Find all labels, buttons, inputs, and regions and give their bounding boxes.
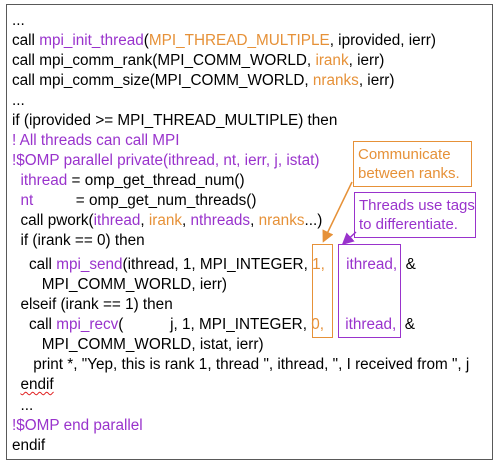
code-text: , <box>182 212 191 229</box>
code-text: ( <box>143 32 149 49</box>
code-block: ... call mpi_init_thread(MPI_THREAD_MULT… <box>12 0 492 460</box>
code-line-13: call mpi_send(ithread, 1, MPI_INTEGER, 1… <box>12 255 416 275</box>
code-text: ( j, 1, MPI_INTEGER, <box>118 316 312 333</box>
tag-ithread: ithread, <box>345 316 397 333</box>
callout-communicate: Communicate between ranks. <box>353 141 472 187</box>
variable-irank: irank <box>315 52 349 69</box>
function-mpi-send: mpi_send <box>56 256 123 273</box>
code-text: , ierr) <box>358 72 395 89</box>
code-text <box>12 172 21 189</box>
function-mpi-recv: mpi_recv <box>56 316 119 333</box>
comment-text: ! All threads can call MPI <box>12 132 180 149</box>
code-text: if (iprovided >= MPI_THREAD_MULTIPLE) th… <box>12 112 338 129</box>
omp-directive: !$OMP parallel private(ithread, nt, ierr… <box>12 152 320 169</box>
code-text: , iprovided, ierr) <box>329 32 436 49</box>
tag-ithread: ithread, <box>346 256 398 273</box>
omp-directive: !$OMP end parallel <box>12 417 143 434</box>
code-text: call <box>12 32 40 49</box>
code-text <box>12 192 21 209</box>
variable-ithread: ithread <box>93 212 141 229</box>
function-mpi-init-thread: mpi_init_thread <box>39 32 144 49</box>
code-text: (ithread, 1, MPI_INTEGER, <box>122 256 313 273</box>
callout-tags: Threads use tags to differentiate. <box>354 192 476 238</box>
variable-irank: irank <box>148 212 183 229</box>
variable-ithread: ithread <box>20 172 68 189</box>
tag-highlight-box <box>338 244 401 338</box>
code-line-11: call pwork(ithread, irank, nthreads, nra… <box>12 211 322 231</box>
code-line-3: call mpi_comm_rank(MPI_COMM_WORLD, irank… <box>12 51 384 71</box>
code-text <box>12 376 21 393</box>
code-text: = omp_get_num_threads() <box>33 192 257 209</box>
code-line-7-comment: ! All threads can call MPI <box>12 131 180 151</box>
code-text: , ierr) <box>348 52 385 69</box>
code-text: ... <box>12 397 34 414</box>
code-text: & <box>396 316 415 333</box>
code-text: ... <box>12 92 25 109</box>
code-text: call <box>12 316 57 333</box>
variable-nranks: nranks <box>258 212 305 229</box>
code-text: , <box>250 212 259 229</box>
code-text: call <box>12 256 57 273</box>
code-line-1: ... <box>12 11 25 31</box>
code-line-16: call mpi_recv( j, 1, MPI_INTEGER, 0, ith… <box>12 315 415 335</box>
code-line-19: endif <box>12 375 54 395</box>
code-text: elseif (irank == 1) then <box>12 296 173 313</box>
keyword-endif: endif <box>20 376 54 393</box>
rank-highlight-box <box>312 244 333 338</box>
constant-mpi-thread-multiple: MPI_THREAD_MULTIPLE <box>148 32 330 49</box>
code-line-12: if (irank == 0) then <box>12 231 145 251</box>
code-line-8-omp: !$OMP parallel private(ithread, nt, ierr… <box>12 151 319 171</box>
code-line-15: elseif (irank == 1) then <box>12 295 173 315</box>
code-line-18: print *, "Yep, this is rank 1, thread ",… <box>12 355 469 375</box>
code-line-6: if (iprovided >= MPI_THREAD_MULTIPLE) th… <box>12 111 337 131</box>
code-text: ... <box>12 12 25 29</box>
code-line-21-omp: !$OMP end parallel <box>12 416 143 436</box>
code-text: print *, "Yep, this is rank 1, thread ",… <box>12 356 470 373</box>
code-text: call mpi_comm_rank(MPI_COMM_WORLD, <box>12 52 316 69</box>
source-rank-value: 0, <box>311 316 324 333</box>
code-text: endif <box>12 437 46 454</box>
variable-nranks: nranks <box>312 72 359 89</box>
code-text: MPI_COMM_WORLD, ierr) <box>12 276 228 293</box>
code-text: call pwork( <box>12 212 94 229</box>
dest-rank-value: 1, <box>312 256 325 273</box>
code-line-17: MPI_COMM_WORLD, istat, ierr) <box>12 335 264 355</box>
code-line-20: ... <box>12 396 33 416</box>
variable-nt: nt <box>20 192 34 209</box>
code-line-9: ithread = omp_get_thread_num() <box>12 171 245 191</box>
code-text: = omp_get_thread_num() <box>67 172 245 189</box>
code-line-5: ... <box>12 91 25 111</box>
code-text: if (irank == 0) then <box>12 232 145 249</box>
code-line-10: nt = omp_get_num_threads() <box>12 191 257 211</box>
code-line-22: endif <box>12 436 45 456</box>
code-text: call mpi_comm_size(MPI_COMM_WORLD, <box>12 72 313 89</box>
code-text: MPI_COMM_WORLD, istat, ierr) <box>12 336 264 353</box>
code-line-4: call mpi_comm_size(MPI_COMM_WORLD, nrank… <box>12 71 395 91</box>
code-frame <box>6 4 493 460</box>
variable-nthreads: nthreads <box>190 212 251 229</box>
code-line-14: MPI_COMM_WORLD, ierr) <box>12 275 227 295</box>
code-line-2: call mpi_init_thread(MPI_THREAD_MULTIPLE… <box>12 31 436 51</box>
code-text: & <box>397 256 416 273</box>
code-text: , <box>140 212 149 229</box>
code-text: ...) <box>304 212 323 229</box>
